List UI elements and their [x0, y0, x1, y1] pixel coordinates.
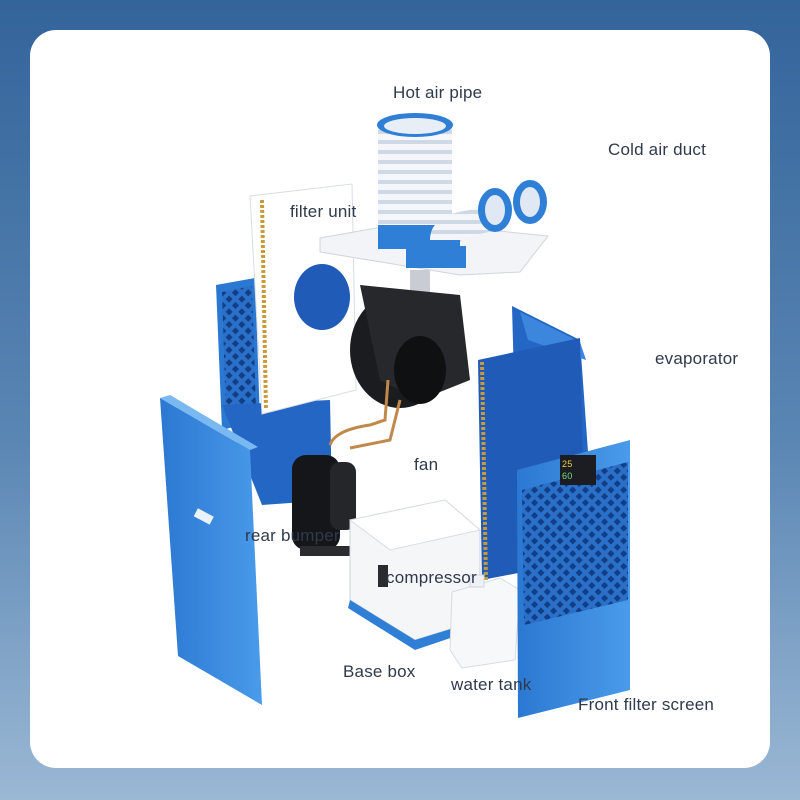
front-filter-screen [517, 440, 630, 718]
label-rear-bumper: rear bumper [245, 526, 340, 545]
label-filter-unit: filter unit [290, 202, 357, 221]
cold-air-duct [430, 180, 547, 264]
compressor-unit [292, 455, 356, 556]
display-top-value: 25 [562, 459, 573, 469]
label-water-tank: water tank [451, 675, 532, 694]
label-compressor: compressor [386, 568, 477, 587]
label-hot-air-pipe: Hot air pipe [393, 83, 483, 102]
water-tank [449, 574, 521, 669]
label-evaporator: evaporator [655, 349, 739, 368]
fan-unit [350, 270, 470, 408]
label-cold-air-duct: Cold air duct [608, 140, 707, 159]
display-panel [560, 455, 596, 485]
label-base-box: Base box [343, 662, 416, 681]
label-fan: fan [414, 455, 439, 474]
rear-panel [216, 278, 332, 505]
display-bottom-value: 60 [562, 471, 573, 481]
rear-bumper [160, 395, 262, 705]
copper-pipes [328, 379, 402, 450]
label-front-filter-screen: Front filter screen [578, 695, 715, 714]
